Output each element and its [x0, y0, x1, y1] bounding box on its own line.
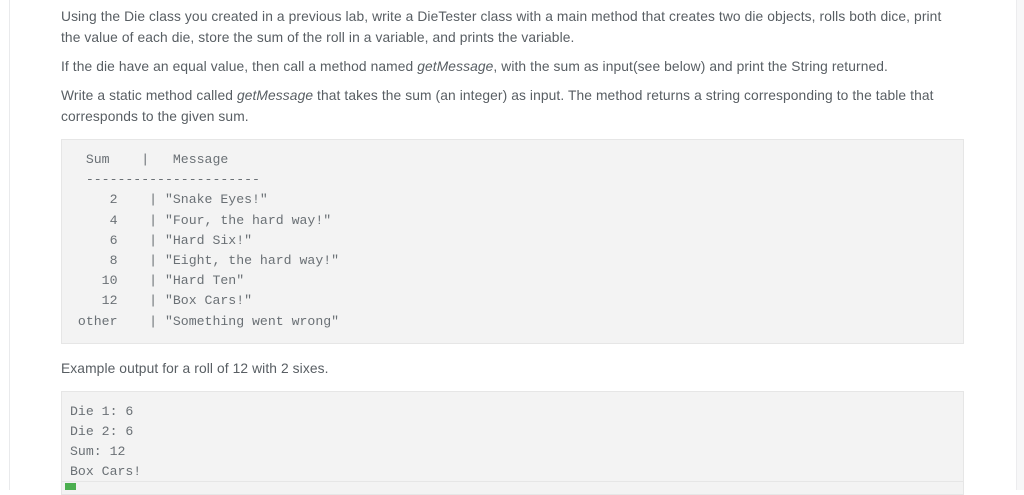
output-line: Box Cars!	[70, 464, 142, 480]
table-row: 8 | "Eight, the hard way!"	[70, 253, 340, 269]
output-line: Sum: 12	[70, 444, 126, 460]
table-row: 10 | "Hard Ten"	[70, 273, 245, 289]
equal-rule-text-part-1: If the die have an equal value, then cal…	[61, 59, 418, 74]
static-rule-text-part-1: Write a static method called	[61, 88, 237, 103]
table-row: other | "Something went wrong"	[70, 313, 340, 329]
table-row: 6 | "Hard Six!"	[70, 232, 253, 248]
assignment-content: Using the Die class you created in a pre…	[61, 0, 964, 495]
paragraph-intro-text: Using the Die class you created in a pre…	[61, 9, 942, 45]
table-row: 12 | "Box Cars!"	[70, 293, 253, 309]
paragraph-static-method-rule: Write a static method called getMessage …	[61, 85, 964, 127]
table-divider-row: ----------------------	[70, 172, 260, 188]
table-row: 2 | "Snake Eyes!"	[70, 192, 268, 208]
equal-rule-text-part-2: , with the sum as input(see below) and p…	[493, 59, 888, 74]
paragraph-equal-value-rule: If the die have an equal value, then cal…	[61, 56, 964, 77]
paragraph-intro: Using the Die class you created in a pre…	[61, 6, 964, 48]
static-rule-text-part-2: that takes the sum (an integer) as input…	[61, 88, 934, 124]
sum-message-table-codeblock: Sum | Message ---------------------- 2 |…	[61, 139, 964, 344]
example-output-caption: Example output for a roll of 12 with 2 s…	[61, 360, 329, 376]
method-name-getmessage-2: getMessage	[236, 88, 314, 103]
output-line: Die 1: 6	[70, 403, 134, 419]
page-left-gutter	[0, 0, 10, 490]
table-header-row: Sum | Message	[70, 152, 229, 167]
status-accent-marker	[65, 483, 76, 490]
method-name-getmessage-1: getMessage	[417, 59, 494, 74]
page-right-rail	[1016, 0, 1024, 490]
table-row: 4 | "Four, the hard way!"	[70, 212, 332, 228]
next-section-panel	[61, 481, 964, 490]
example-output-codeblock: Die 1: 6 Die 2: 6 Sum: 12 Box Cars!	[61, 390, 964, 495]
output-line: Die 2: 6	[70, 424, 134, 440]
